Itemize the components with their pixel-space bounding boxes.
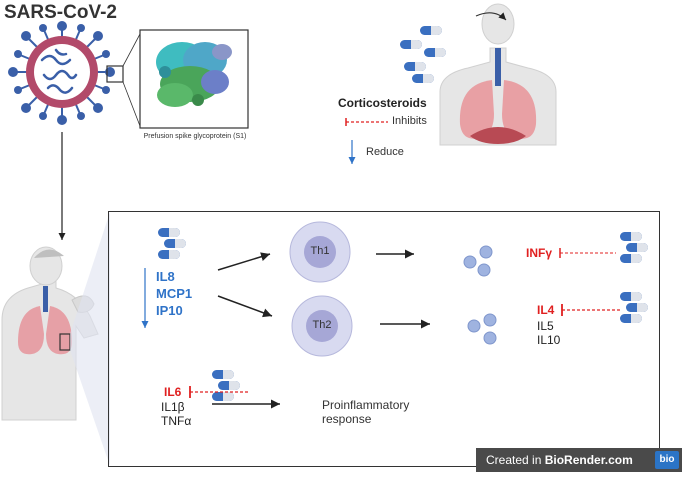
cytokine-label: IL10 bbox=[537, 333, 561, 347]
arrow-to-th2 bbox=[217, 295, 273, 318]
th2-cell bbox=[291, 295, 353, 357]
arrow-to-th1 bbox=[217, 252, 271, 271]
il6-inhibit-line bbox=[189, 386, 248, 398]
legend-drug: Corticosteroids bbox=[338, 96, 427, 110]
credit-prefix: Created in bbox=[486, 453, 542, 467]
cytokine-label: TNFα bbox=[161, 414, 192, 428]
infg-label: INFγ bbox=[526, 246, 553, 260]
legend-inhibits: Inhibits bbox=[392, 115, 427, 127]
biorender-logo: bio bbox=[655, 451, 679, 469]
spike-caption: Prefusion spike glycoprotein (S1) bbox=[143, 133, 247, 140]
cytokine-label: IP10 bbox=[156, 303, 183, 318]
infg-inhibit-line bbox=[559, 248, 616, 258]
diagram-title: SARS-CoV-2 bbox=[4, 2, 117, 23]
human-lungs-icon bbox=[439, 3, 557, 146]
th1-label: Th1 bbox=[310, 245, 330, 257]
th2-label: Th2 bbox=[312, 319, 332, 331]
proinflammatory-response-label: Proinflammatory response bbox=[322, 398, 410, 426]
virus-icon bbox=[8, 21, 141, 127]
cytokine-label: IL8 bbox=[156, 269, 175, 284]
th2-cytokine-particles bbox=[467, 313, 497, 345]
cytokine-label: IL1β bbox=[161, 400, 185, 414]
il4-label: IL4 bbox=[537, 303, 555, 317]
il4-inhibit-line bbox=[561, 304, 620, 316]
inhibits-legend-symbol bbox=[345, 118, 388, 126]
mechanism-panel bbox=[108, 211, 660, 467]
corticosteroid-pills-icon bbox=[400, 26, 446, 83]
th1-cell bbox=[289, 221, 351, 283]
credit-brand: BioRender.com bbox=[544, 453, 633, 467]
th2-cytokine-list: IL5 IL10 bbox=[537, 319, 560, 347]
spike-protein-image bbox=[139, 29, 249, 129]
cytokine-label: MCP1 bbox=[156, 286, 193, 301]
patient-icon bbox=[1, 212, 110, 466]
il6-label: IL6 bbox=[164, 385, 182, 399]
biorender-credit[interactable]: Created in BioRender.com bio bbox=[476, 448, 682, 472]
th1-cytokine-particles bbox=[463, 245, 493, 277]
cytokine-label: IL5 bbox=[537, 319, 554, 333]
inflammatory-cytokine-list: IL1β TNFα bbox=[161, 400, 191, 428]
legend-reduce: Reduce bbox=[366, 146, 404, 158]
reduced-cytokine-list: IL8 MCP1 IP10 bbox=[156, 268, 192, 319]
